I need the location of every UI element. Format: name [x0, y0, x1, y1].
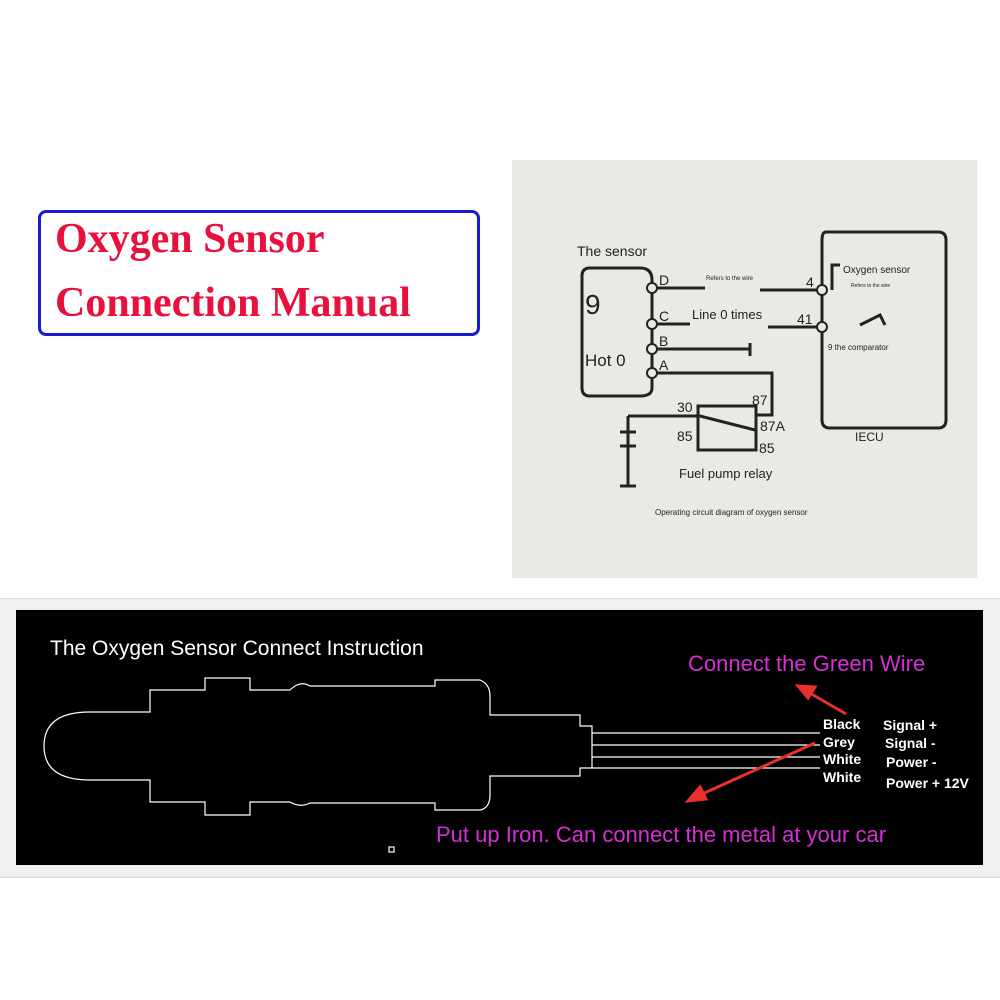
pin-c: C: [659, 308, 669, 324]
wire-function: Power -: [886, 754, 937, 770]
relay-pin-87a: 87A: [760, 418, 786, 434]
circuit-photo: [512, 160, 977, 578]
relay-pin-30: 30: [677, 399, 693, 415]
oxygen-label: Oxygen sensor: [843, 265, 911, 276]
relay-label: Fuel pump relay: [679, 466, 773, 481]
wire-function: Signal +: [883, 717, 937, 733]
pin-41: 41: [797, 311, 813, 327]
pin-a: A: [659, 357, 669, 373]
relay-pin-85b: 85: [759, 440, 775, 456]
instruction-title: The Oxygen Sensor Connect Instruction: [50, 637, 424, 660]
relay-pin-87: 87: [752, 392, 768, 408]
wire-color: Grey: [823, 734, 855, 750]
pin-d: D: [659, 272, 669, 288]
nine-label: 9: [585, 289, 601, 320]
circuit-caption: Operating circuit diagram of oxygen sens…: [655, 508, 808, 517]
title-box: Oxygen Sensor Connection Manual: [38, 210, 480, 336]
title-line-1: Oxygen Sensor: [55, 216, 325, 262]
wire-function: Power + 12V: [886, 775, 970, 791]
iron-note: Put up Iron. Can connect the metal at yo…: [436, 822, 886, 847]
ecu-label: IECU: [855, 430, 884, 444]
line0-label: Line 0 times: [692, 307, 763, 322]
green-wire-note: Connect the Green Wire: [688, 651, 925, 676]
refers-label: Refers to the wire: [706, 276, 754, 282]
relay-pin-85a: 85: [677, 428, 693, 444]
wire-color: Black: [823, 716, 861, 732]
instruction-panel: [16, 610, 983, 865]
pin-4: 4: [806, 274, 814, 290]
hot-label: Hot 0: [585, 351, 626, 370]
sensor-label: The sensor: [577, 243, 647, 259]
title-line-2: Connection Manual: [55, 280, 411, 326]
comparator-label: 9 the comparator: [828, 343, 889, 352]
pin-b: B: [659, 333, 668, 349]
arrows: [684, 684, 847, 803]
refers-label-2: Refers to the wire: [851, 283, 890, 289]
wire-function: Signal -: [885, 735, 936, 751]
wire-color: White: [823, 751, 861, 767]
wire-color: White: [823, 769, 861, 785]
circuit-diagram: [580, 230, 948, 488]
